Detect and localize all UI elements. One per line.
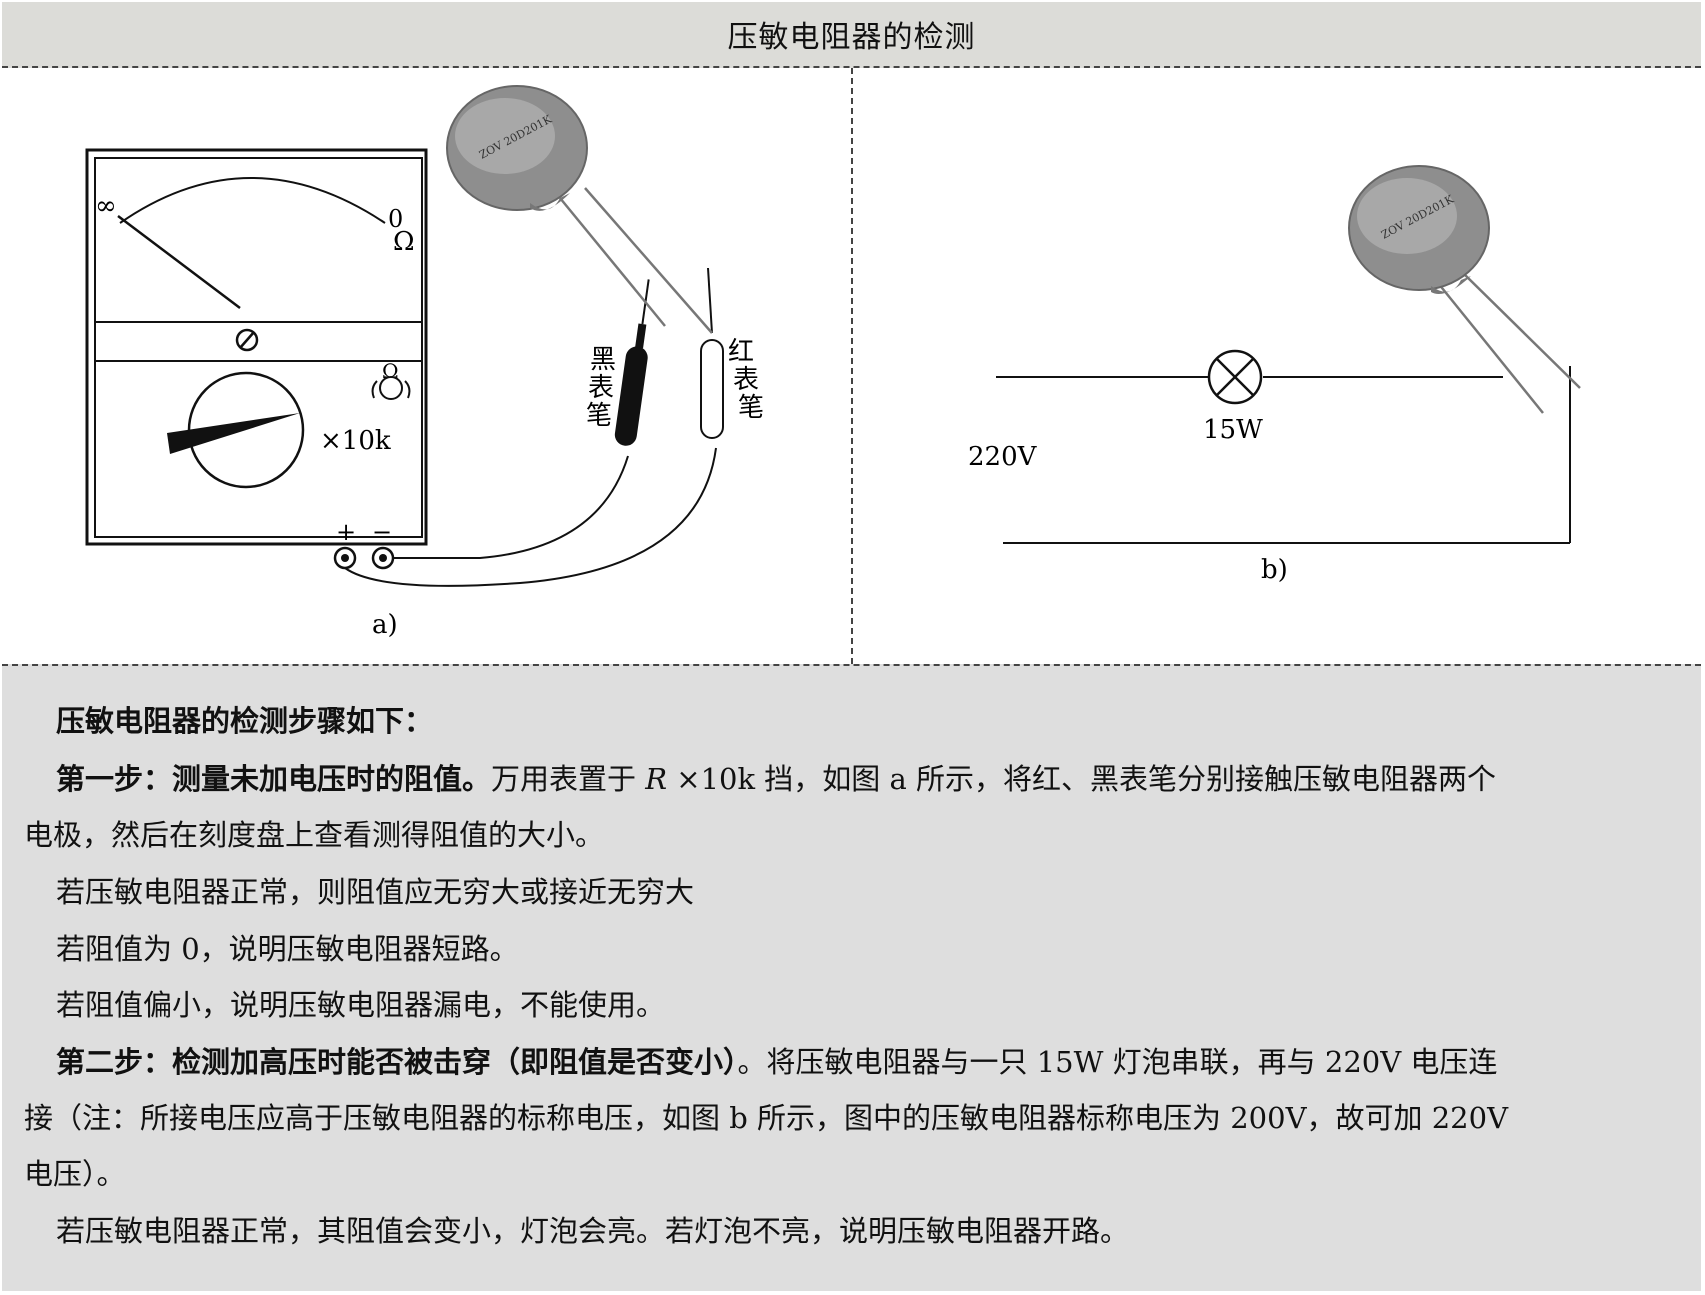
terminal-plus-jack-dot (341, 554, 349, 562)
step1-title: 第一步：测量未加电压时的阻值。 (56, 762, 492, 796)
figure-a: ∞ 0 Ω Ω ×10k + − 黑 表 笔 红 表 笔 (85, 85, 767, 640)
scale-unit-label: Ω (393, 227, 415, 257)
step2-line3: 电压）。 (24, 1157, 126, 1191)
step2-text-a: 。将压敏电阻器与一只 15W 灯泡串联，再与 220V 电压连 (737, 1045, 1498, 1079)
terminal-minus-jack-dot (379, 554, 387, 562)
step2-line2: 接（注：所接电压应高于压敏电阻器的标称电压，如图 b 所示，图中的压敏电阻器标称… (24, 1101, 1509, 1135)
black-probe-char-3: 笔 (586, 401, 612, 431)
instructions-heading: 压敏电阻器的检测步骤如下： (56, 692, 1705, 750)
figure-divider (851, 68, 853, 664)
step2-title: 第二步：检测加高压时能否被击穿（即阻值是否变小） (56, 1045, 738, 1079)
red-probe (700, 267, 724, 439)
step1-line2: 电极，然后在刻度盘上查看测得阻值的大小。 (24, 818, 605, 852)
heading-text: 压敏电阻器的检测步骤如下： (56, 704, 434, 738)
step1-text-b: ×10k 挡，如图 a 所示，将红、黑表笔分别接触压敏电阻器两个 (667, 762, 1497, 796)
red-probe-char-2: 表 (733, 365, 759, 395)
note-open: 若压敏电阻器正常，其阻值会变小，灯泡会亮。若灯泡不亮，说明压敏电阻器开路。 (56, 1214, 1130, 1248)
title-text: 压敏电阻器的检测 (727, 20, 976, 55)
red-probe-char-3: 笔 (738, 393, 764, 423)
needle-pivot-slash (239, 331, 255, 349)
meter-needle (117, 215, 241, 309)
red-probe-char-1: 红 (728, 337, 754, 367)
varistor-component-b: ZOV 20D201K (1348, 165, 1581, 414)
terminal-minus-label: − (372, 518, 392, 546)
dial-ohm-icon (379, 376, 403, 400)
range-label: ×10k (320, 426, 391, 456)
lamp-label: 15W (1203, 415, 1263, 445)
page-title: 压敏电阻器的检测 (2, 2, 1701, 68)
note-short: 若阻值为 0，说明压敏电阻器短路。 (56, 932, 519, 966)
step1-text-a: 万用表置于 (491, 762, 646, 796)
black-probe-char-1: 黑 (590, 345, 616, 375)
ohm-scale-arc (119, 177, 386, 224)
terminal-plus-label: + (336, 518, 356, 546)
black-probe-label: 黑 表 笔 (586, 345, 624, 431)
range-selector-pointer (167, 413, 300, 454)
step2-line1: 第二步：检测加高压时能否被击穿（即阻值是否变小）。将压敏电阻器与一只 15W 灯… (56, 1033, 1705, 1091)
step1-r-symbol: R (645, 762, 668, 796)
step1-line1: 第一步：测量未加电压时的阻值。万用表置于 R ×10k 挡，如图 a 所示，将红… (56, 750, 1705, 808)
note-leak: 若阻值偏小，说明压敏电阻器漏电，不能使用。 (56, 988, 666, 1022)
red-probe-label: 红 表 笔 (728, 337, 767, 423)
red-lead-wire (344, 447, 717, 587)
figure-b: 15W 220V ZOV 20D201K b) (968, 165, 1581, 585)
dial-arrow-right-icon (404, 380, 411, 399)
lamp-cross-2 (1216, 358, 1254, 396)
figure-b-caption: b) (1261, 555, 1288, 585)
varistor-component-a: ZOV 20D201K (446, 85, 713, 334)
scale-zero-label: 0 (388, 205, 403, 233)
instructions-panel: 压敏电阻器的检测步骤如下： 第一步：测量未加电压时的阻值。万用表置于 R ×10… (2, 664, 1701, 1291)
scale-infinity-label: ∞ (95, 191, 117, 221)
black-probe-char-2: 表 (588, 373, 614, 403)
dial-arrow-left-icon (371, 380, 378, 399)
black-lead-wire (393, 455, 629, 559)
figure-a-caption: a) (372, 610, 398, 640)
voltage-label: 220V (968, 442, 1038, 472)
note-normal: 若压敏电阻器正常，则阻值应无穷大或接近无穷大 (56, 875, 695, 909)
